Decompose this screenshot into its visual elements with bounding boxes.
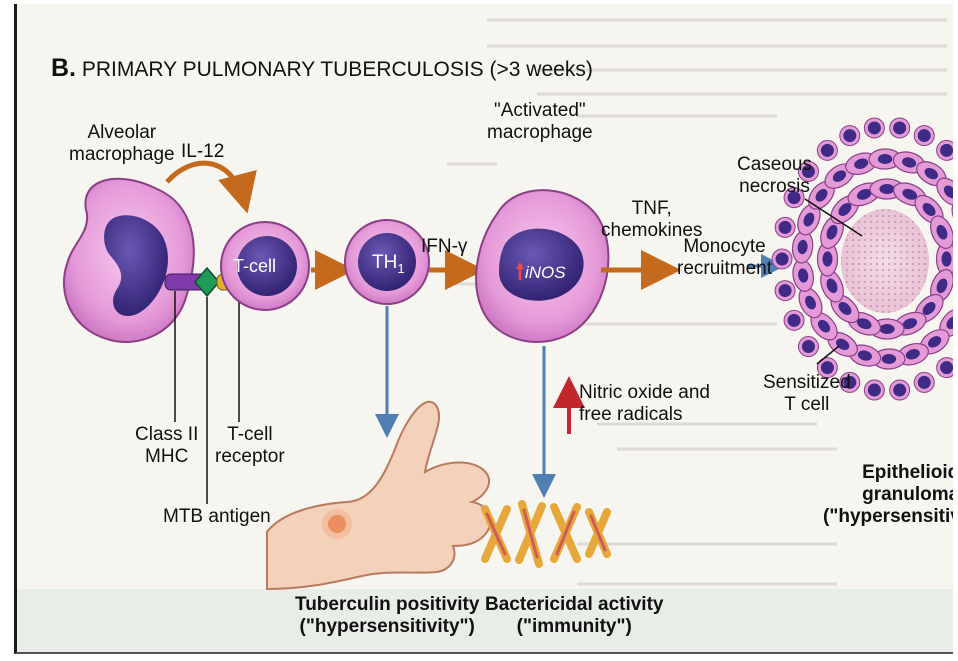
il12-arrow: [167, 163, 245, 204]
tuberculin-positivity-label: Tuberculin positivity("hypersensitivity"…: [295, 594, 479, 638]
diagram-graphics: [17, 4, 953, 652]
ifn-label: IFN-γ: [421, 236, 467, 258]
activated-macrophage-label: "Activated"macrophage: [487, 100, 593, 144]
th1-cell-label: TH1: [372, 252, 405, 280]
title-prefix: B.: [51, 54, 76, 82]
bactericidal-activity-label: Bactericidal activity("immunity"): [485, 594, 663, 638]
killed-bacilli: [485, 504, 607, 564]
title-text: PRIMARY PULMONARY TUBERCULOSIS (>3 weeks…: [82, 58, 593, 81]
inos-label: iNOS: [525, 262, 566, 284]
textbook-page: B. PRIMARY PULMONARY TUBERCULOSIS (>3 we…: [14, 4, 953, 654]
diagram-title: B. PRIMARY PULMONARY TUBERCULOSIS (>3 we…: [51, 54, 593, 83]
forearm-hand-illustration: [267, 402, 490, 589]
il12-label: IL-12: [181, 141, 224, 163]
mtb-antigen-label: MTB antigen: [163, 506, 271, 528]
tcell-cell-label: T-cell: [233, 255, 276, 277]
